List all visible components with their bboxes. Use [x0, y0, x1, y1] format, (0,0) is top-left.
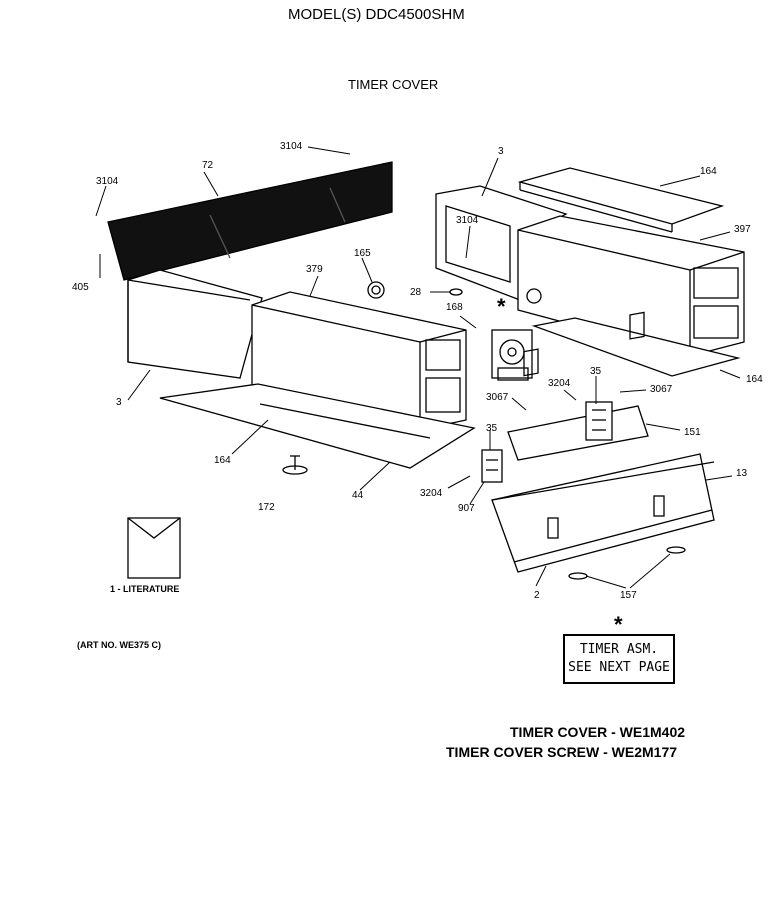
callout-3104: 3104 [280, 141, 303, 152]
callout-2: 2 [534, 590, 540, 601]
timer-component [491, 329, 533, 381]
switch-35-lower [481, 449, 503, 483]
callout-172: 172 [258, 502, 275, 513]
foot-157-left [568, 572, 588, 580]
part-number-timer-cover-screw: TIMER COVER SCREW - WE2M177 [446, 744, 678, 760]
callout-44: 44 [352, 490, 364, 501]
knob-165 [367, 281, 385, 299]
callout-72: 72 [202, 160, 214, 171]
callout-3067: 3067 [486, 392, 509, 403]
callout-3104: 3104 [456, 215, 479, 226]
model-title: MODEL(S) DDC4500SHM [288, 6, 465, 23]
foot-157-right [666, 546, 686, 554]
callout-165: 165 [354, 248, 371, 259]
callout-3: 3 [498, 146, 504, 157]
top-lid-164 [517, 167, 725, 233]
callout-907: 907 [458, 503, 475, 514]
literature-envelope [127, 517, 181, 579]
note-line-2: SEE NEXT PAGE [568, 660, 670, 675]
diagram-title: TIMER COVER [348, 77, 439, 92]
callout-168: 168 [446, 302, 463, 313]
callout-13: 13 [736, 468, 748, 479]
callout-3204: 3204 [420, 488, 443, 499]
part-number-timer-cover: TIMER COVER - WE1M402 [510, 724, 686, 740]
note-line-1: TIMER ASM. [579, 642, 659, 657]
callout-157: 157 [620, 590, 637, 601]
right-base-plate-164 [531, 317, 741, 377]
note-asterisk: * [614, 612, 623, 637]
asterisk-marker: * [497, 294, 506, 319]
callout-405: 405 [72, 282, 89, 293]
art-number: (ART NO. WE375 C) [77, 640, 162, 650]
literature-label: 1 - LITERATURE [110, 584, 180, 594]
timer-cover-13 [491, 453, 715, 573]
callout-164: 164 [214, 455, 231, 466]
timer-assembly-note: TIMER ASM. SEE NEXT PAGE [563, 634, 675, 684]
leader-lines [95, 146, 741, 589]
callout-35: 35 [486, 423, 498, 434]
callout-3204: 3204 [548, 378, 571, 389]
callout-151: 151 [684, 427, 701, 438]
callout-3067: 3067 [650, 384, 673, 395]
clip-28 [449, 288, 463, 296]
callout-397: 397 [734, 224, 751, 235]
callout-379: 379 [306, 264, 323, 275]
callout-164: 164 [700, 166, 717, 177]
switch-35-upper [585, 401, 613, 441]
bottom-plate-44 [159, 383, 476, 469]
callout-164: 164 [746, 374, 763, 385]
callout-28: 28 [410, 287, 422, 298]
left-cover-3 [127, 269, 263, 379]
callout-3: 3 [116, 397, 122, 408]
back-panel-72 [107, 161, 393, 281]
callout-3104: 3104 [96, 176, 119, 187]
leveler-172 [282, 455, 308, 475]
callout-35: 35 [590, 366, 602, 377]
